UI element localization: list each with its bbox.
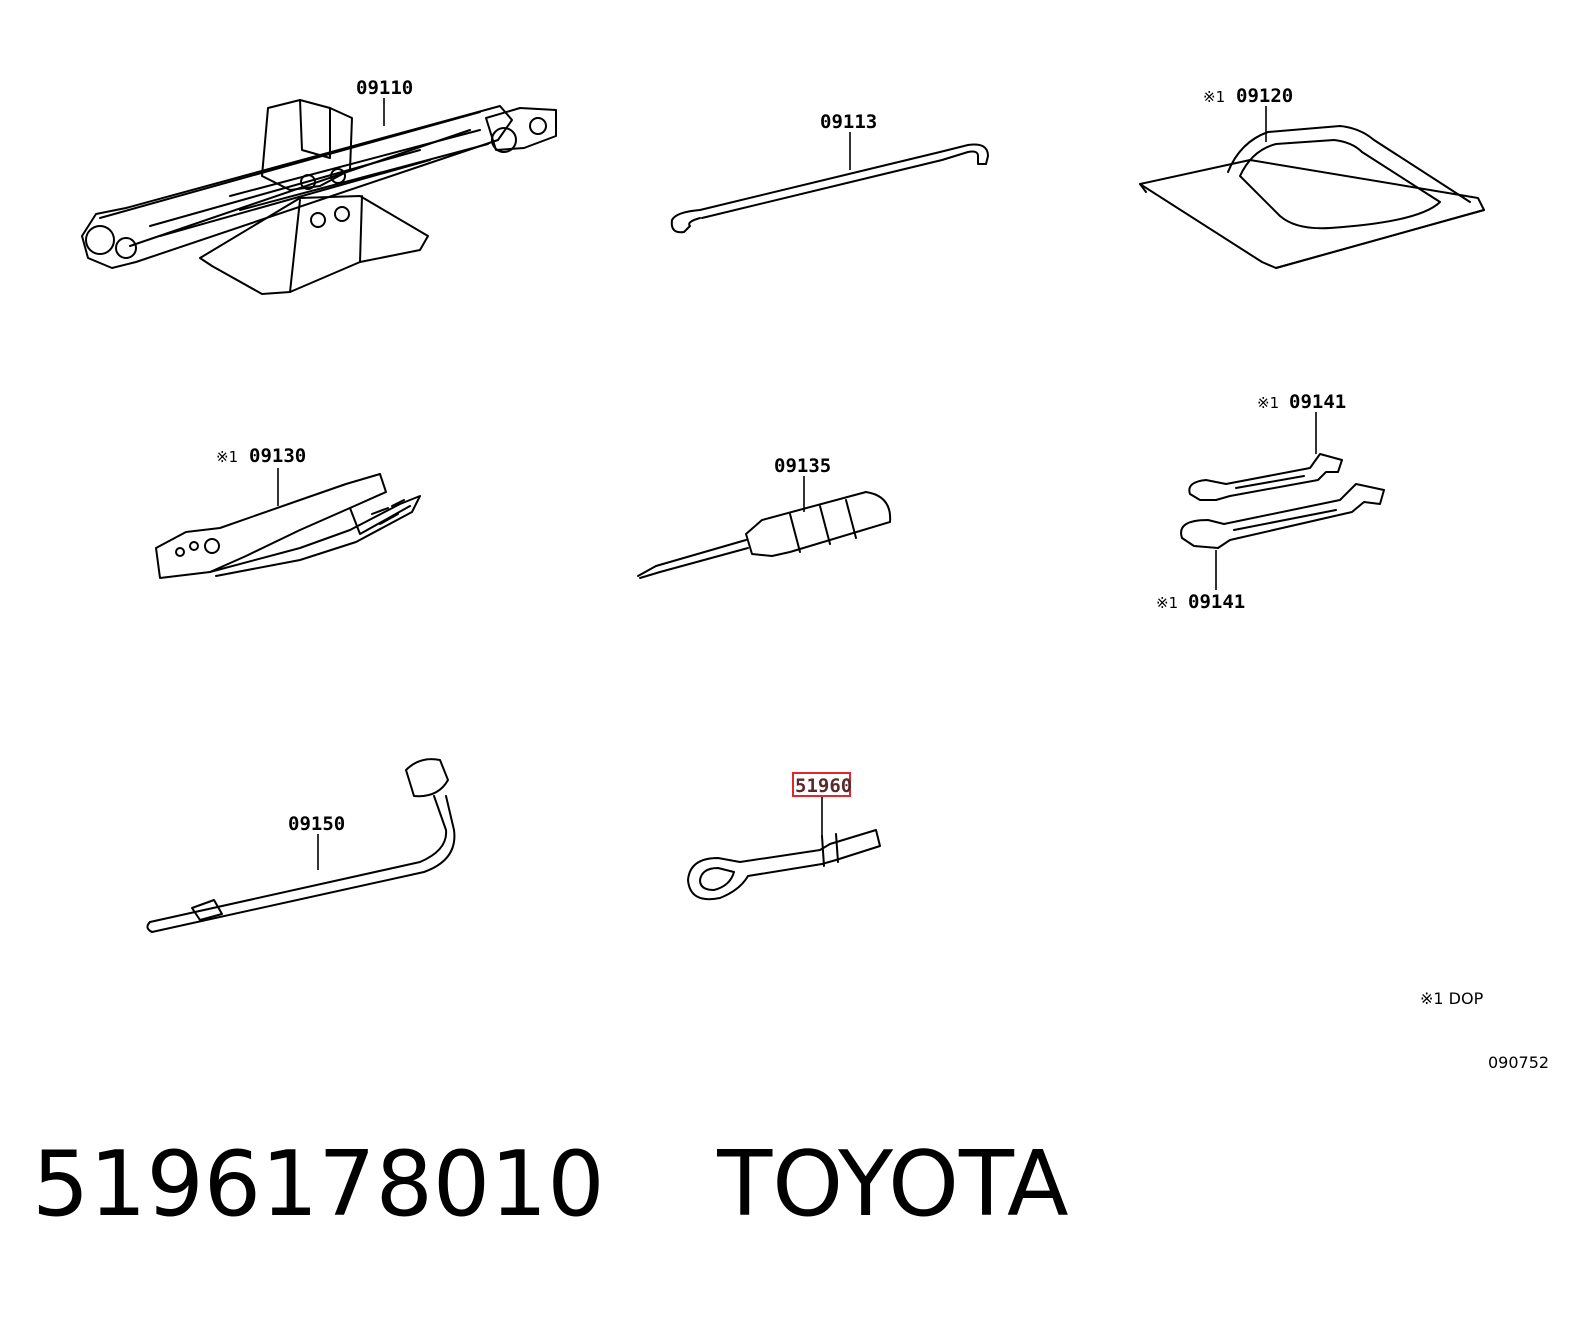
- wrench-lower-illustration[interactable]: [1180, 483, 1385, 549]
- wrench-lower-footnote-mark: ※1: [1156, 594, 1178, 612]
- lug-wrench-part-label[interactable]: 09150: [288, 813, 345, 835]
- towing-eye-part-label[interactable]: 51960: [795, 775, 852, 797]
- lug-wrench-illustration[interactable]: [146, 758, 456, 933]
- towing-eye-highlight-box: [792, 772, 851, 797]
- wrench-upper-footnote-mark: ※1: [1257, 394, 1279, 412]
- pliers-footnote-mark: ※1: [216, 448, 238, 466]
- screwdriver-part-label[interactable]: 09135: [774, 455, 831, 477]
- pliers-illustration[interactable]: [155, 473, 421, 579]
- pliers-part-label[interactable]: 09130: [249, 445, 306, 467]
- jack-handle-illustration[interactable]: [670, 143, 989, 234]
- wrench-upper-part-label[interactable]: 09141: [1289, 391, 1346, 413]
- wrench-lower-part-label[interactable]: 09141: [1188, 591, 1245, 613]
- legend-note: ※1 DOP: [1420, 989, 1484, 1008]
- footer-brand: TOYOTA: [717, 1132, 1069, 1237]
- jack-handle-part-label[interactable]: 09113: [820, 111, 877, 133]
- footer: 5196178010 TOYOTA: [32, 1120, 1069, 1250]
- tool-bag-footnote-mark: ※1: [1203, 88, 1225, 106]
- wrench-upper-illustration[interactable]: [1188, 453, 1343, 501]
- footer-part-number: 5196178010: [32, 1132, 605, 1237]
- towing-eye-illustration[interactable]: [687, 829, 881, 901]
- tool-bag-illustration[interactable]: [1139, 125, 1485, 269]
- tool-bag-part-label[interactable]: 09120: [1236, 85, 1293, 107]
- screwdriver-illustration[interactable]: [637, 491, 892, 579]
- diagram-code: 090752: [1488, 1053, 1549, 1072]
- jack-illustration[interactable]: [81, 99, 557, 295]
- jack-part-label[interactable]: 09110: [356, 77, 413, 99]
